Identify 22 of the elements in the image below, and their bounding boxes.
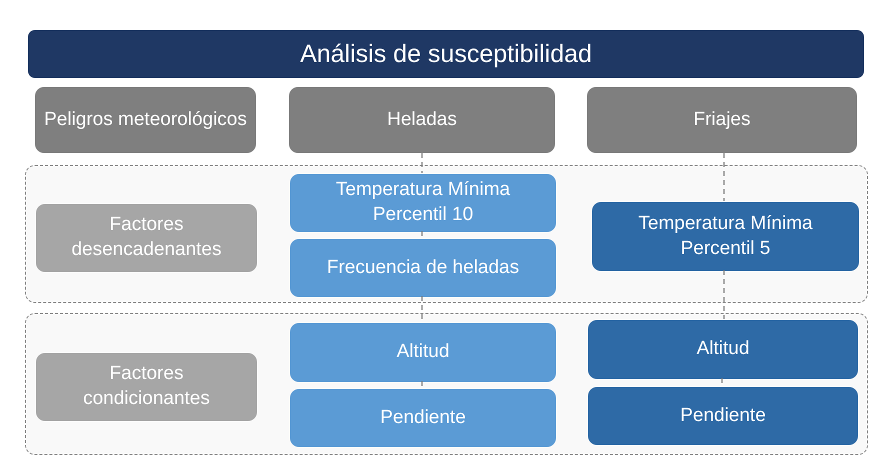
factor-box: Temperatura Mínima Percentil 5 [592, 202, 859, 271]
dashed-group-frame [25, 313, 868, 455]
connector-line [723, 153, 725, 201]
connector-line [721, 378, 723, 386]
title-banner: Análisis de susceptibilidad [28, 30, 864, 78]
factor-box: Pendiente [588, 387, 858, 445]
connector-line [421, 153, 423, 173]
connector-line [421, 296, 423, 322]
connector-line [723, 270, 725, 319]
connector-line [421, 381, 423, 388]
factor-box: Frecuencia de heladas [290, 239, 556, 297]
category-header: Friajes [587, 87, 857, 153]
category-header: Peligros meteorológicos [35, 87, 256, 153]
factor-box: Altitud [290, 323, 556, 382]
connector-line [421, 231, 423, 238]
row-label: Factores condicionantes [36, 353, 257, 421]
factor-box: Altitud [588, 320, 858, 379]
factor-box: Pendiente [290, 389, 556, 447]
row-label: Factores desencadenantes [36, 204, 257, 272]
dashed-group-frame [25, 165, 868, 303]
category-header: Heladas [289, 87, 555, 153]
factor-box: Temperatura Mínima Percentil 10 [290, 174, 556, 232]
